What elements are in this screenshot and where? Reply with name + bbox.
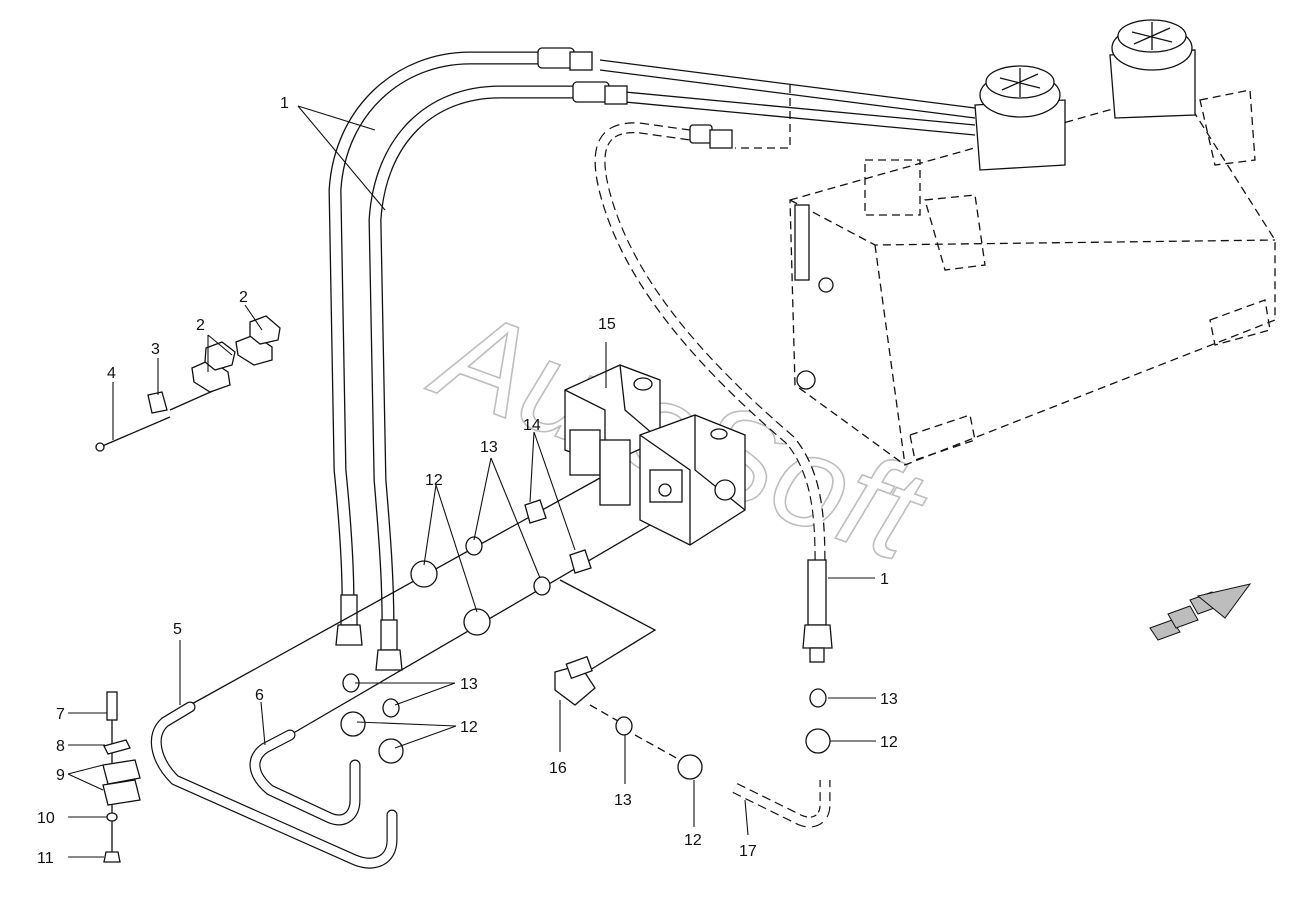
callout-14: 14 xyxy=(523,417,541,434)
callout-12-return: 12 xyxy=(880,734,898,751)
callout-8: 8 xyxy=(56,738,65,755)
leader-lines xyxy=(67,105,876,858)
callout-1-return-hose: 1 xyxy=(880,571,889,588)
callout-7: 7 xyxy=(56,706,65,723)
callout-13-valve: 13 xyxy=(480,439,498,456)
bracket-assembly xyxy=(102,691,141,863)
hose-end-fittings xyxy=(340,673,831,764)
callout-13-return: 13 xyxy=(880,691,898,708)
callout-3: 3 xyxy=(151,341,160,358)
callout-10: 10 xyxy=(37,810,55,827)
pipe-5 xyxy=(150,701,398,869)
callout-12-valve: 12 xyxy=(425,472,443,489)
callout-9: 9 xyxy=(56,767,65,784)
callout-17: 17 xyxy=(739,843,757,860)
callout-4: 4 xyxy=(107,365,116,382)
callout-1-hoses: 1 xyxy=(280,95,289,112)
callout-12-elbow: 12 xyxy=(684,832,702,849)
hose-assembly-1 xyxy=(328,47,976,671)
callout-2-left: 2 xyxy=(196,317,205,334)
callout-6: 6 xyxy=(255,687,264,704)
callout-13-elbow: 13 xyxy=(614,792,632,809)
callout-16: 16 xyxy=(549,760,567,777)
valve-lines xyxy=(189,477,657,736)
return-hose xyxy=(594,85,833,663)
callout-15: 15 xyxy=(598,316,616,333)
elbow-fitting-16 xyxy=(554,655,831,828)
callout-13-hose-ends: 13 xyxy=(460,676,478,693)
callout-5: 5 xyxy=(173,621,182,638)
callout-11: 11 xyxy=(37,850,54,867)
callout-labels: 1 1 2 2 3 4 5 6 7 8 9 10 11 12 12 12 12 … xyxy=(37,95,898,867)
callout-2-right: 2 xyxy=(239,289,248,306)
clamp-assembly xyxy=(95,315,281,452)
front-direction-arrow-icon xyxy=(1149,583,1252,641)
filler-cap-left xyxy=(974,65,1066,171)
filler-cap-right xyxy=(1109,19,1196,119)
pipe-6 xyxy=(249,729,361,826)
valve-block xyxy=(564,364,746,546)
callout-12-hose-ends: 12 xyxy=(460,719,478,736)
